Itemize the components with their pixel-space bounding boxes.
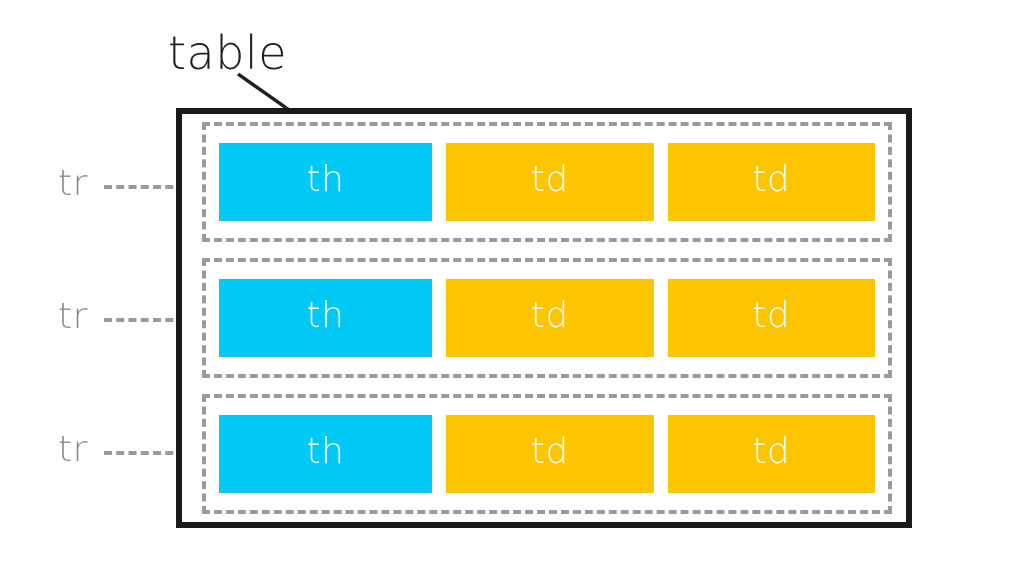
header-cell: th bbox=[219, 415, 432, 493]
cell-label: td bbox=[530, 295, 569, 336]
cell-label: td bbox=[752, 159, 791, 200]
data-cell: td bbox=[667, 415, 875, 493]
cell-label: th bbox=[306, 295, 345, 336]
table-row: th td td bbox=[202, 122, 892, 242]
row-leader-line-0 bbox=[104, 185, 210, 189]
cell-label: th bbox=[306, 159, 345, 200]
row-label-0: tr bbox=[58, 163, 88, 204]
header-cell: th bbox=[219, 279, 432, 357]
row-label-2: tr bbox=[58, 429, 88, 470]
data-cell: td bbox=[667, 143, 875, 221]
header-cell: th bbox=[219, 143, 432, 221]
cell-label: td bbox=[530, 431, 569, 472]
data-cell: td bbox=[667, 279, 875, 357]
table-rows-group: th td td th td td th td bbox=[202, 122, 892, 514]
row-label-1: tr bbox=[58, 296, 88, 337]
data-cell: td bbox=[446, 415, 654, 493]
data-cell: td bbox=[446, 143, 654, 221]
table-label: table bbox=[168, 26, 288, 80]
row-leader-line-1 bbox=[104, 318, 210, 322]
cell-label: td bbox=[752, 431, 791, 472]
table-row: th td td bbox=[202, 394, 892, 514]
table-row: th td td bbox=[202, 258, 892, 378]
cell-label: td bbox=[530, 159, 569, 200]
cell-label: th bbox=[306, 431, 345, 472]
row-leader-line-2 bbox=[104, 451, 210, 455]
cell-label: td bbox=[752, 295, 791, 336]
data-cell: td bbox=[446, 279, 654, 357]
